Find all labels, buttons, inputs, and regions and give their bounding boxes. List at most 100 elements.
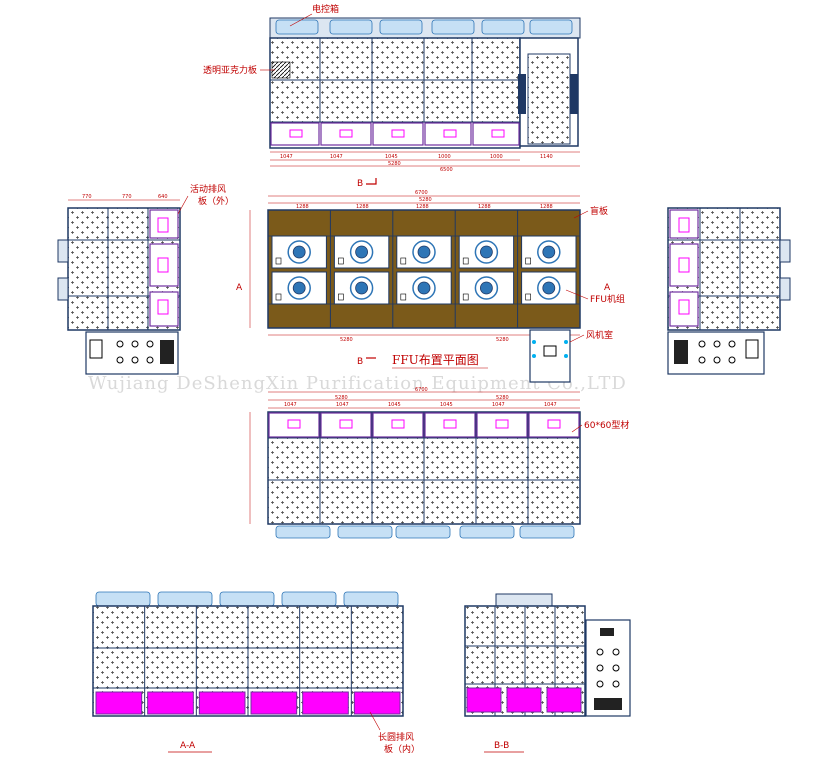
right-side-elevation [667,207,791,375]
dim-side-2: 770 [122,194,132,200]
marker-b-bottom: B [357,357,363,367]
front-exhaust-slot [443,419,457,429]
exhaust-slot [391,129,405,138]
ffu-fan-hub [542,281,556,295]
section-bb-label: B-B [494,741,509,751]
dim-front-total: 6700 [415,387,428,393]
ffu-box [275,293,282,301]
aa-exhaust-panel [198,691,246,715]
aa-ffu-hood [157,591,213,607]
ffu-box [338,257,344,265]
ffu-hood [275,19,319,35]
front-exhaust-panel [372,412,424,438]
ffu-hood [481,19,525,35]
ffu-fan-hub [479,245,493,259]
ffu-box [462,257,469,265]
left-side-elevation: 770 770 640 活动排风 板（外） [57,183,234,375]
section-aa: A-A 长圆排风 板（内） [92,591,420,755]
ffu-fan-hub [479,281,493,295]
dim-top-total-a: 5280 [388,161,401,167]
label-movable-exhaust-2: 板（外） [198,195,234,207]
ffu-box [525,293,531,301]
section-aa-label: A-A [180,741,196,751]
dim-front-col: 1045 [440,402,453,408]
top-panel-upper [471,37,521,81]
top-panel-lower [423,79,473,123]
exhaust-slot [443,129,457,138]
ffu-fan-hub [292,245,306,259]
front-exhaust-slot [495,419,509,429]
ffu-fan-hub [292,281,306,295]
front-exhaust-slot [287,419,301,429]
ffu-fan-hub [417,281,431,295]
label-ffu-unit: FFU机组 [590,293,625,305]
ffu-hood [379,19,423,35]
top-panel-lower [319,79,373,123]
ffu-plan: 6700 5280 1288 1288 1288 1288 1288 5280 … [236,178,625,383]
front-exhaust-slot [391,419,405,429]
label-profile: 60*60型材 [584,419,629,431]
front-exhaust-slot [339,419,353,429]
top-panel-upper [423,37,473,81]
label-electrical-box: 电控箱 [312,3,339,15]
aa-ffu-hood [219,591,275,607]
top-panel-upper [319,37,373,81]
dim-top-total-b: 6500 [440,167,453,173]
aa-exhaust-panel [147,691,194,715]
ffu-box [400,257,407,265]
ffu-fan-hub [355,245,369,259]
front-ffu-hood [459,525,515,539]
front-ffu-hood [395,525,451,539]
aa-exhaust-panel [353,691,401,715]
ffu-fan-hub [417,245,431,259]
dim-front-col: 1045 [388,402,401,408]
dim-top-6: 1140 [540,154,553,160]
dim-plan-2: 1288 [356,204,369,210]
dim-top-1: 1047 [280,154,293,160]
exhaust-slot [491,129,505,138]
top-panel-upper [371,37,425,81]
ffu-box [462,293,469,301]
aa-ffu-hood [95,591,151,607]
front-ffu-hood [519,525,575,539]
ffu-box [275,257,282,265]
ffu-layout-title: FFU布置平面图 [392,353,479,367]
front-ffu-hood [275,525,331,539]
ffu-box [338,293,344,301]
aa-exhaust-panel [302,691,349,715]
dim-top-4: 1000 [438,154,451,160]
dim-top-3: 1045 [385,154,398,160]
front-ffu-hood [337,525,393,539]
front-exhaust-slot [547,419,561,429]
dim-front-col: 1047 [284,402,297,408]
marker-a-right: A [604,283,611,293]
dim-side-3: 640 [158,194,168,200]
dim-front-col: 1047 [492,402,505,408]
top-panel-lower [269,79,321,123]
section-bb: B-B [464,593,631,753]
top-panel-lower [471,79,521,123]
ffu-box [400,293,407,301]
ffu-hood [529,19,573,35]
fan-chamber-plan [529,329,571,383]
top-elevation: 1047 1047 1045 1000 1000 1140 5280 6500 … [203,3,581,173]
dim-side-1: 770 [82,194,92,200]
ffu-hood [431,19,475,35]
dim-plan-bottom-a: 5280 [340,337,353,343]
dim-plan-bottom-b: 5280 [496,337,509,343]
watermark: Wujiang DeShengXin Purification Equipmen… [88,373,627,394]
ffu-box [525,257,531,265]
aa-ffu-hood [281,591,337,607]
dim-front-col: 1047 [544,402,557,408]
dim-plan-1: 1288 [296,204,309,210]
dim-plan-sub: 5280 [419,197,432,203]
aa-ffu-hood [343,591,399,607]
dim-front-col: 1047 [336,402,349,408]
aa-exhaust-panel [250,691,298,715]
aa-exhaust-panel [95,691,143,715]
dim-plan-4: 1288 [478,204,491,210]
dim-top-2: 1047 [330,154,343,160]
top-panel-lower [371,79,425,123]
